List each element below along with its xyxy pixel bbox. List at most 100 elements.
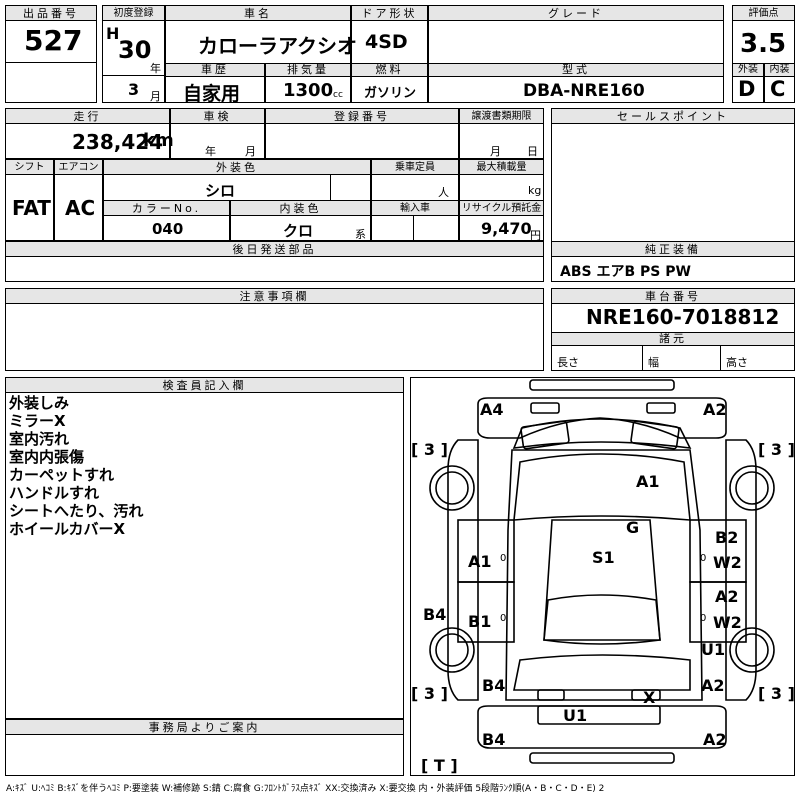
left-side-outline <box>447 439 479 701</box>
office-box <box>5 734 404 776</box>
spec-height: 高さ <box>726 356 748 369</box>
note-line: 室内内張傷 <box>9 448 85 466</box>
transfer-day: 日 <box>527 145 538 158</box>
note-line: ハンドルすれ <box>9 484 100 502</box>
ac-box <box>54 174 103 241</box>
mark-tire-rear-left: [ 3 ] <box>411 684 448 703</box>
history-box <box>165 76 265 103</box>
wheel-rear-left <box>429 627 475 673</box>
note-line: ホイールカバーX <box>9 520 126 538</box>
mark-left-front-door: A1 <box>468 552 492 571</box>
era-letter: H <box>106 24 120 43</box>
mark-left-sill: B4 <box>423 605 447 624</box>
model-box <box>428 76 724 103</box>
recycle-box <box>459 215 544 241</box>
lot-number: 527 <box>24 24 83 57</box>
front-plate-outline <box>530 402 560 414</box>
ac-header: エアコン <box>54 159 103 175</box>
inspector-header: 検査員記入欄 <box>5 377 404 393</box>
colorno-header: カラーNo. <box>103 200 230 216</box>
intcolor-box <box>230 215 371 241</box>
fuel-box <box>351 76 428 103</box>
damage-legend: A:ｷｽﾞ U:ﾍｺﾐ B:ｷｽﾞを伴うﾍｺﾐ P:要塗装 W:補修跡 S:錆 … <box>6 784 605 794</box>
intcolor-value: クロ <box>283 222 314 240</box>
inspector-notes: 外装しみ ミラーX 室内汚れ 室内内張傷 カーペットすれ ハンドルすれ シートへ… <box>9 394 143 538</box>
rear-lamp-left-outline <box>537 689 565 701</box>
disp-unit: cc <box>333 90 343 100</box>
insp-month-unit: 月 <box>245 145 256 158</box>
wheel-front-right <box>729 465 775 511</box>
spec-width: 幅 <box>648 356 659 369</box>
mark-tire-front-right: [ 3 ] <box>758 440 795 459</box>
import-box <box>371 215 459 241</box>
color-divider <box>330 174 331 201</box>
note-line: 外装しみ <box>9 394 70 412</box>
mark-tire-front-left: [ 3 ] <box>411 440 448 459</box>
rear-bumper-outline <box>529 752 675 764</box>
mark-right-front-door-w: W2 <box>713 553 742 572</box>
mark-right-rear-quarter: A2 <box>701 676 725 695</box>
lot-box <box>5 20 97 103</box>
intcolor-unit: 系 <box>355 228 366 241</box>
door-header: ドア形状 <box>351 5 428 21</box>
wheel-rear-right-inner <box>735 633 769 667</box>
lot-divider <box>5 62 97 63</box>
spec-length: 長さ <box>557 356 579 369</box>
parts-box <box>5 256 544 282</box>
disp-box <box>265 76 351 103</box>
caution-box <box>5 303 544 371</box>
left-rear-door-outline <box>457 581 515 643</box>
transfer-box <box>459 123 544 159</box>
mileage-header: 走行 <box>5 108 170 124</box>
note-line: 室内汚れ <box>9 430 70 448</box>
year-unit: 年 <box>150 62 161 75</box>
mileage-box <box>5 123 170 159</box>
recycle-value: 9,470 <box>481 219 532 238</box>
reg-month: 3 <box>128 80 140 99</box>
rear-body-outline <box>477 705 727 749</box>
note-line: カーペットすれ <box>9 466 115 484</box>
spec-box <box>551 345 795 371</box>
mark-rear-bumper-left: B4 <box>482 730 506 749</box>
int-box <box>764 76 795 103</box>
inspector-box <box>5 392 404 719</box>
left-front-door-outline <box>457 519 515 583</box>
right-rear-door-outline <box>689 581 747 643</box>
colorno-box <box>103 215 230 241</box>
car-name: カローラアクシオ <box>198 34 357 58</box>
month-unit: 月 <box>150 90 161 103</box>
trunk-outline <box>513 654 691 691</box>
first-reg-box <box>102 20 165 103</box>
mark-trunk-lid: U1 <box>563 706 588 725</box>
diagram-frame <box>410 377 795 776</box>
right-side-outline <box>725 439 757 701</box>
mark-right-rear-fender: U1 <box>701 640 726 659</box>
int-grade: C <box>770 77 786 101</box>
spec-divider-1 <box>642 345 643 371</box>
door-type: 4SD <box>365 31 408 53</box>
recycle-unit: 円 <box>530 229 541 242</box>
note-line: ミラーX <box>9 412 66 430</box>
mark-roof: S1 <box>592 548 615 567</box>
note-line: シートへたり、汚れ <box>9 502 144 520</box>
regno-box <box>265 123 459 159</box>
ext-grade: D <box>738 77 756 101</box>
ac-value: AC <box>65 196 96 220</box>
cabin-outline <box>513 453 691 521</box>
door-handle-dot: 0 <box>700 613 707 624</box>
equip-value: ABS エアB PS PW <box>560 264 691 280</box>
mark-windshield: G <box>626 518 640 537</box>
mileage-unit: km <box>143 130 174 151</box>
rear-glass-outline <box>543 594 661 645</box>
transfer-month: 月 <box>490 145 501 158</box>
mark-left-rear-door: B1 <box>468 612 492 631</box>
spec-divider-2 <box>720 345 721 371</box>
wheel-front-right-inner <box>735 471 769 505</box>
front-emblem-outline <box>646 402 676 414</box>
rear-lamp-right-outline <box>631 689 661 701</box>
front-body-outline <box>477 397 727 439</box>
color-value: シロ <box>205 182 236 200</box>
chassis-header: 車台番号 <box>551 288 795 304</box>
car-name-header: 車名 <box>165 5 351 21</box>
